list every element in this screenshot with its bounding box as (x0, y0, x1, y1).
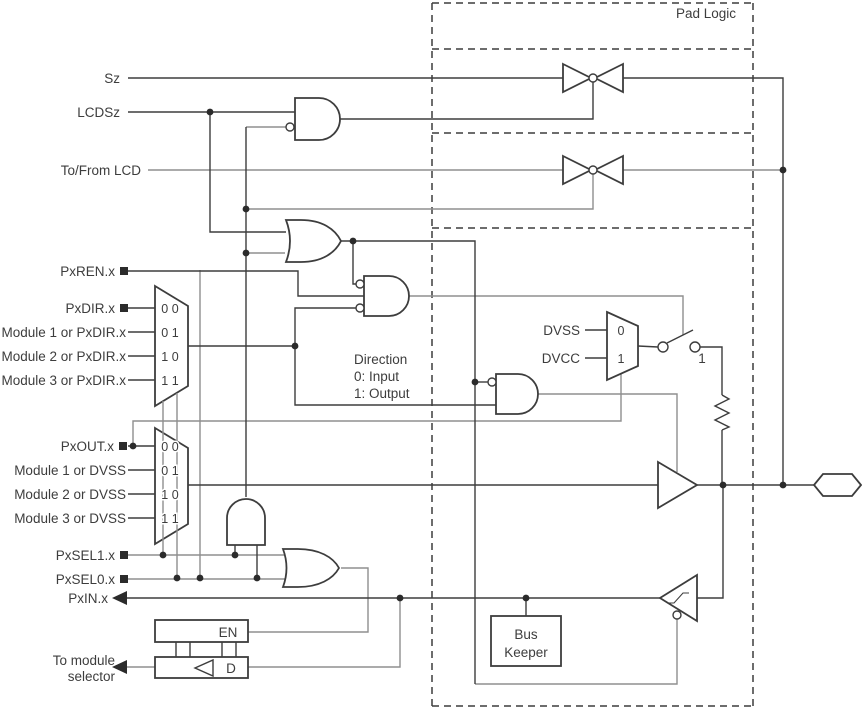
pull-mux-0: 0 (618, 324, 625, 338)
dir-mux-code-11: 1 1 (161, 374, 178, 388)
to-module-label-2: selector (68, 669, 116, 684)
labels: Pad Logic Sz LCDSz To/From LCD PxREN.x P… (1, 6, 736, 684)
bus-keeper-label-2: Keeper (504, 645, 548, 660)
shapes (154, 62, 862, 679)
resistor-enable-and-gate (355, 275, 410, 317)
switch-1-label: 1 (698, 351, 706, 366)
pxsel1-label: PxSEL1.x (56, 548, 116, 563)
clock-triangle-icon (193, 658, 214, 678)
hysteresis-icon (668, 592, 689, 604)
mod1-dir-label: Module 1 or PxDIR.x (1, 325, 126, 340)
pxin-arrow-icon (112, 591, 127, 605)
pull-mux-1: 1 (618, 352, 625, 366)
dir-mux-code-01: 0 1 (161, 326, 178, 340)
module-selector-arrow-icon (112, 660, 127, 674)
output-driver-buffer (657, 460, 699, 510)
direction-note-output: 1: Output (354, 386, 410, 401)
latch-en-label: EN (219, 625, 238, 640)
latch-d-label: D (226, 661, 236, 676)
pad-logic-dashed-box (431, 2, 754, 707)
dir-mux-code-00: 0 0 (161, 302, 178, 316)
sz-label: Sz (104, 71, 120, 86)
to-module-label-1: To module (53, 653, 115, 668)
resistor-switch-terminal-b (689, 341, 701, 353)
mod2-dvss-label: Module 2 or DVSS (14, 487, 126, 502)
out-mux-code-00: 0 0 (161, 440, 178, 454)
pxdir-label: PxDIR.x (65, 301, 115, 316)
lcdsz-label: LCDSz (77, 105, 120, 120)
input-schmitt-buffer (658, 573, 698, 623)
out-mux-code-11: 1 1 (161, 512, 178, 526)
bus-keeper-box (490, 615, 562, 667)
dir-mux-code-10: 1 0 (161, 350, 178, 364)
to-from-lcd-label: To/From LCD (61, 163, 142, 178)
pxsel1-source-square (120, 551, 128, 559)
dvss-label: DVSS (543, 323, 580, 338)
pxout-source-square (119, 442, 127, 450)
mod3-dvss-label: Module 3 or DVSS (14, 511, 126, 526)
sel-or-gate (281, 548, 341, 588)
light-wires (127, 126, 783, 685)
dark-wires (127, 77, 814, 684)
resistor-switch-terminal-a (657, 341, 669, 353)
direction-note-input: 0: Input (354, 369, 399, 384)
pxin-label: PxIN.x (68, 591, 108, 606)
pxsel0-label: PxSEL0.x (56, 572, 116, 587)
mux-select-risers (162, 393, 178, 578)
bus-keeper-label-1: Bus (514, 627, 538, 642)
mod3-dir-label: Module 3 or PxDIR.x (1, 373, 126, 388)
lcd-or-gate (284, 219, 343, 263)
transmission-gate-sz (562, 62, 624, 94)
pad-logic-label: Pad Logic (676, 6, 736, 21)
pull-select-and-gate (487, 373, 539, 415)
junctions (112, 108, 787, 674)
out-mux-code-10: 1 0 (161, 488, 178, 502)
mod1-dvss-label: Module 1 or DVSS (14, 463, 126, 478)
latch-en-box (154, 619, 249, 643)
pxout-label: PxOUT.x (61, 439, 115, 454)
pxren-source-square (120, 267, 128, 275)
direction-mux (154, 284, 189, 408)
pad-hexagon (812, 473, 862, 497)
pull-mux (606, 310, 639, 382)
mod2-dir-label: Module 2 or PxDIR.x (1, 349, 126, 364)
direction-note-title: Direction (354, 352, 407, 367)
dvcc-label: DVCC (542, 351, 581, 366)
pxdir-source-square (120, 304, 128, 312)
transmission-gate-lcd (562, 154, 624, 186)
lcd-and-gate (285, 97, 341, 141)
sel11-and-gate (226, 498, 266, 546)
out-mux-code-01: 0 1 (161, 464, 178, 478)
pxsel0-source-square (120, 575, 128, 583)
pxren-label: PxREN.x (60, 264, 115, 279)
